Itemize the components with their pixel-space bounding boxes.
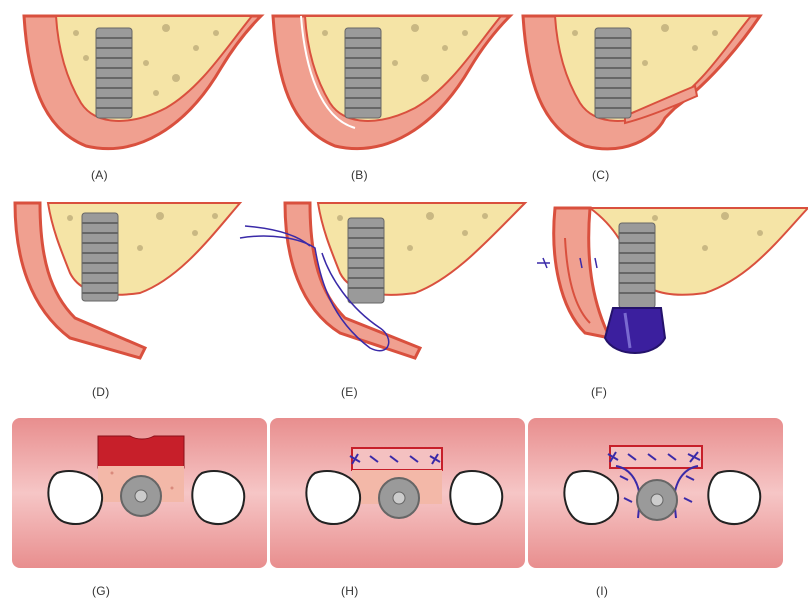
panel-f: [535, 198, 808, 363]
implant-icon: [82, 213, 118, 301]
healing-cap-icon: [637, 480, 677, 520]
occlusal-view-g: [12, 418, 267, 568]
occlusal-view-h: [270, 418, 525, 568]
panel-c: [515, 8, 775, 158]
panel-a: [16, 8, 261, 158]
implant-cross-section-b: [265, 8, 510, 158]
panel-label-b: (B): [351, 168, 368, 182]
panel-label-f: (F): [591, 385, 607, 399]
panel-label-c: (C): [592, 168, 610, 182]
implant-cross-section-e: [240, 198, 525, 363]
panel-b: [265, 8, 510, 158]
panel-label-h: (H): [341, 584, 359, 598]
panel-g: [12, 418, 267, 568]
implant-icon: [348, 218, 384, 303]
panel-h: [270, 418, 525, 568]
panel-label-d: (D): [92, 385, 110, 399]
implant-cross-section-a: [16, 8, 261, 158]
implant-cross-section-c: [515, 8, 775, 158]
implant-icon: [619, 223, 655, 308]
implant-icon: [345, 28, 381, 118]
panel-e: [240, 198, 525, 363]
panel-label-g: (G): [92, 584, 110, 598]
panel-label-e: (E): [341, 385, 358, 399]
occlusal-view-i: [528, 418, 783, 568]
healing-abutment-icon: [605, 308, 665, 353]
panel-d: [10, 198, 260, 363]
implant-cross-section-d: [10, 198, 260, 363]
implant-icon: [96, 28, 132, 118]
panel-i: [528, 418, 783, 568]
panel-label-i: (I): [596, 584, 608, 598]
implant-icon: [595, 28, 631, 118]
healing-cap-icon: [379, 478, 419, 518]
implant-cross-section-f: [535, 198, 808, 363]
healing-cap-icon: [121, 476, 161, 516]
panel-label-a: (A): [91, 168, 108, 182]
